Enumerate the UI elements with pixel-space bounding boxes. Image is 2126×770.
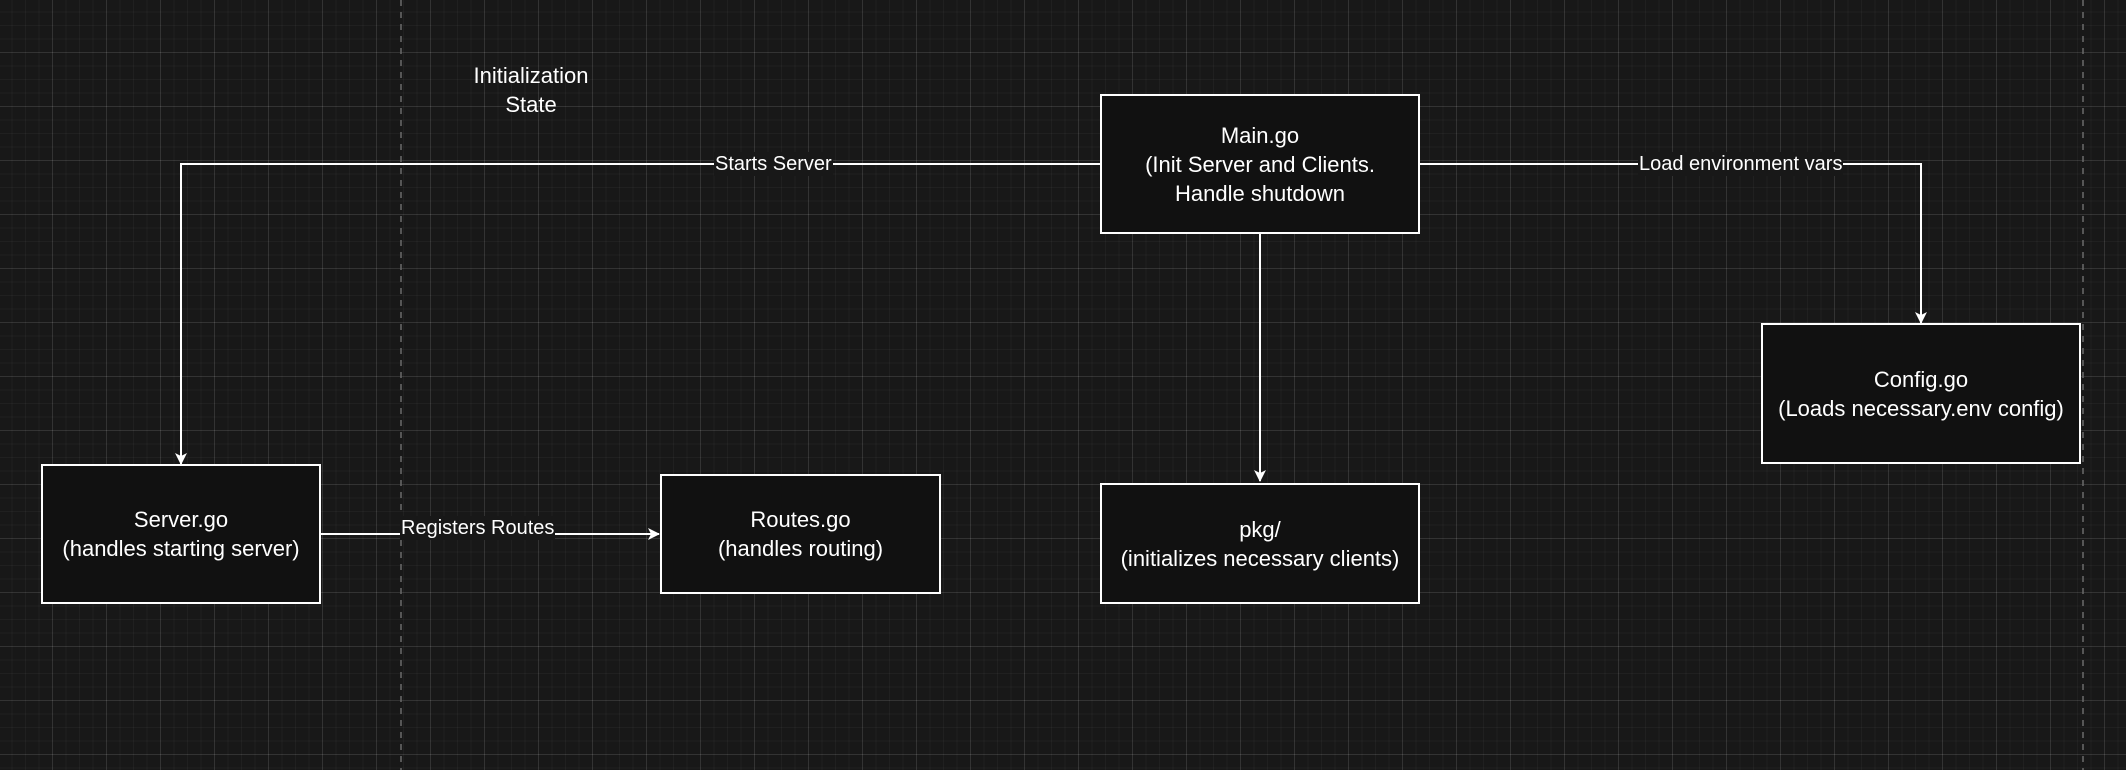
node-pkg[interactable]: pkg/ (initializes necessary clients) (1100, 483, 1420, 604)
node-main-go[interactable]: Main.go (Init Server and Clients. Handle… (1100, 94, 1420, 234)
edge-label-registers-routes: Registers Routes (400, 516, 556, 540)
node-server-go-label: Server.go (handles starting server) (62, 507, 300, 561)
node-config-go[interactable]: Config.go (Loads necessary.env config) (1761, 323, 2081, 464)
node-main-go-label: Main.go (Init Server and Clients. Handle… (1145, 122, 1375, 206)
node-server-go[interactable]: Server.go (handles starting server) (41, 464, 321, 604)
node-pkg-label: pkg/ (initializes necessary clients) (1120, 516, 1400, 571)
node-config-go-label: Config.go (Loads necessary.env config) (1778, 366, 2064, 421)
edge-label-load-env: Load environment vars (1638, 152, 1844, 176)
edge-main-to-server[interactable] (175, 163, 1100, 465)
node-routes-go[interactable]: Routes.go (handles routing) (660, 474, 941, 594)
edge-label-starts-server: Starts Server (714, 152, 833, 176)
edge-main-to-config[interactable] (1420, 163, 1927, 324)
annotation-initialization-state: Initialization State (473, 63, 589, 117)
node-routes-go-label: Routes.go (handles routing) (717, 507, 884, 561)
